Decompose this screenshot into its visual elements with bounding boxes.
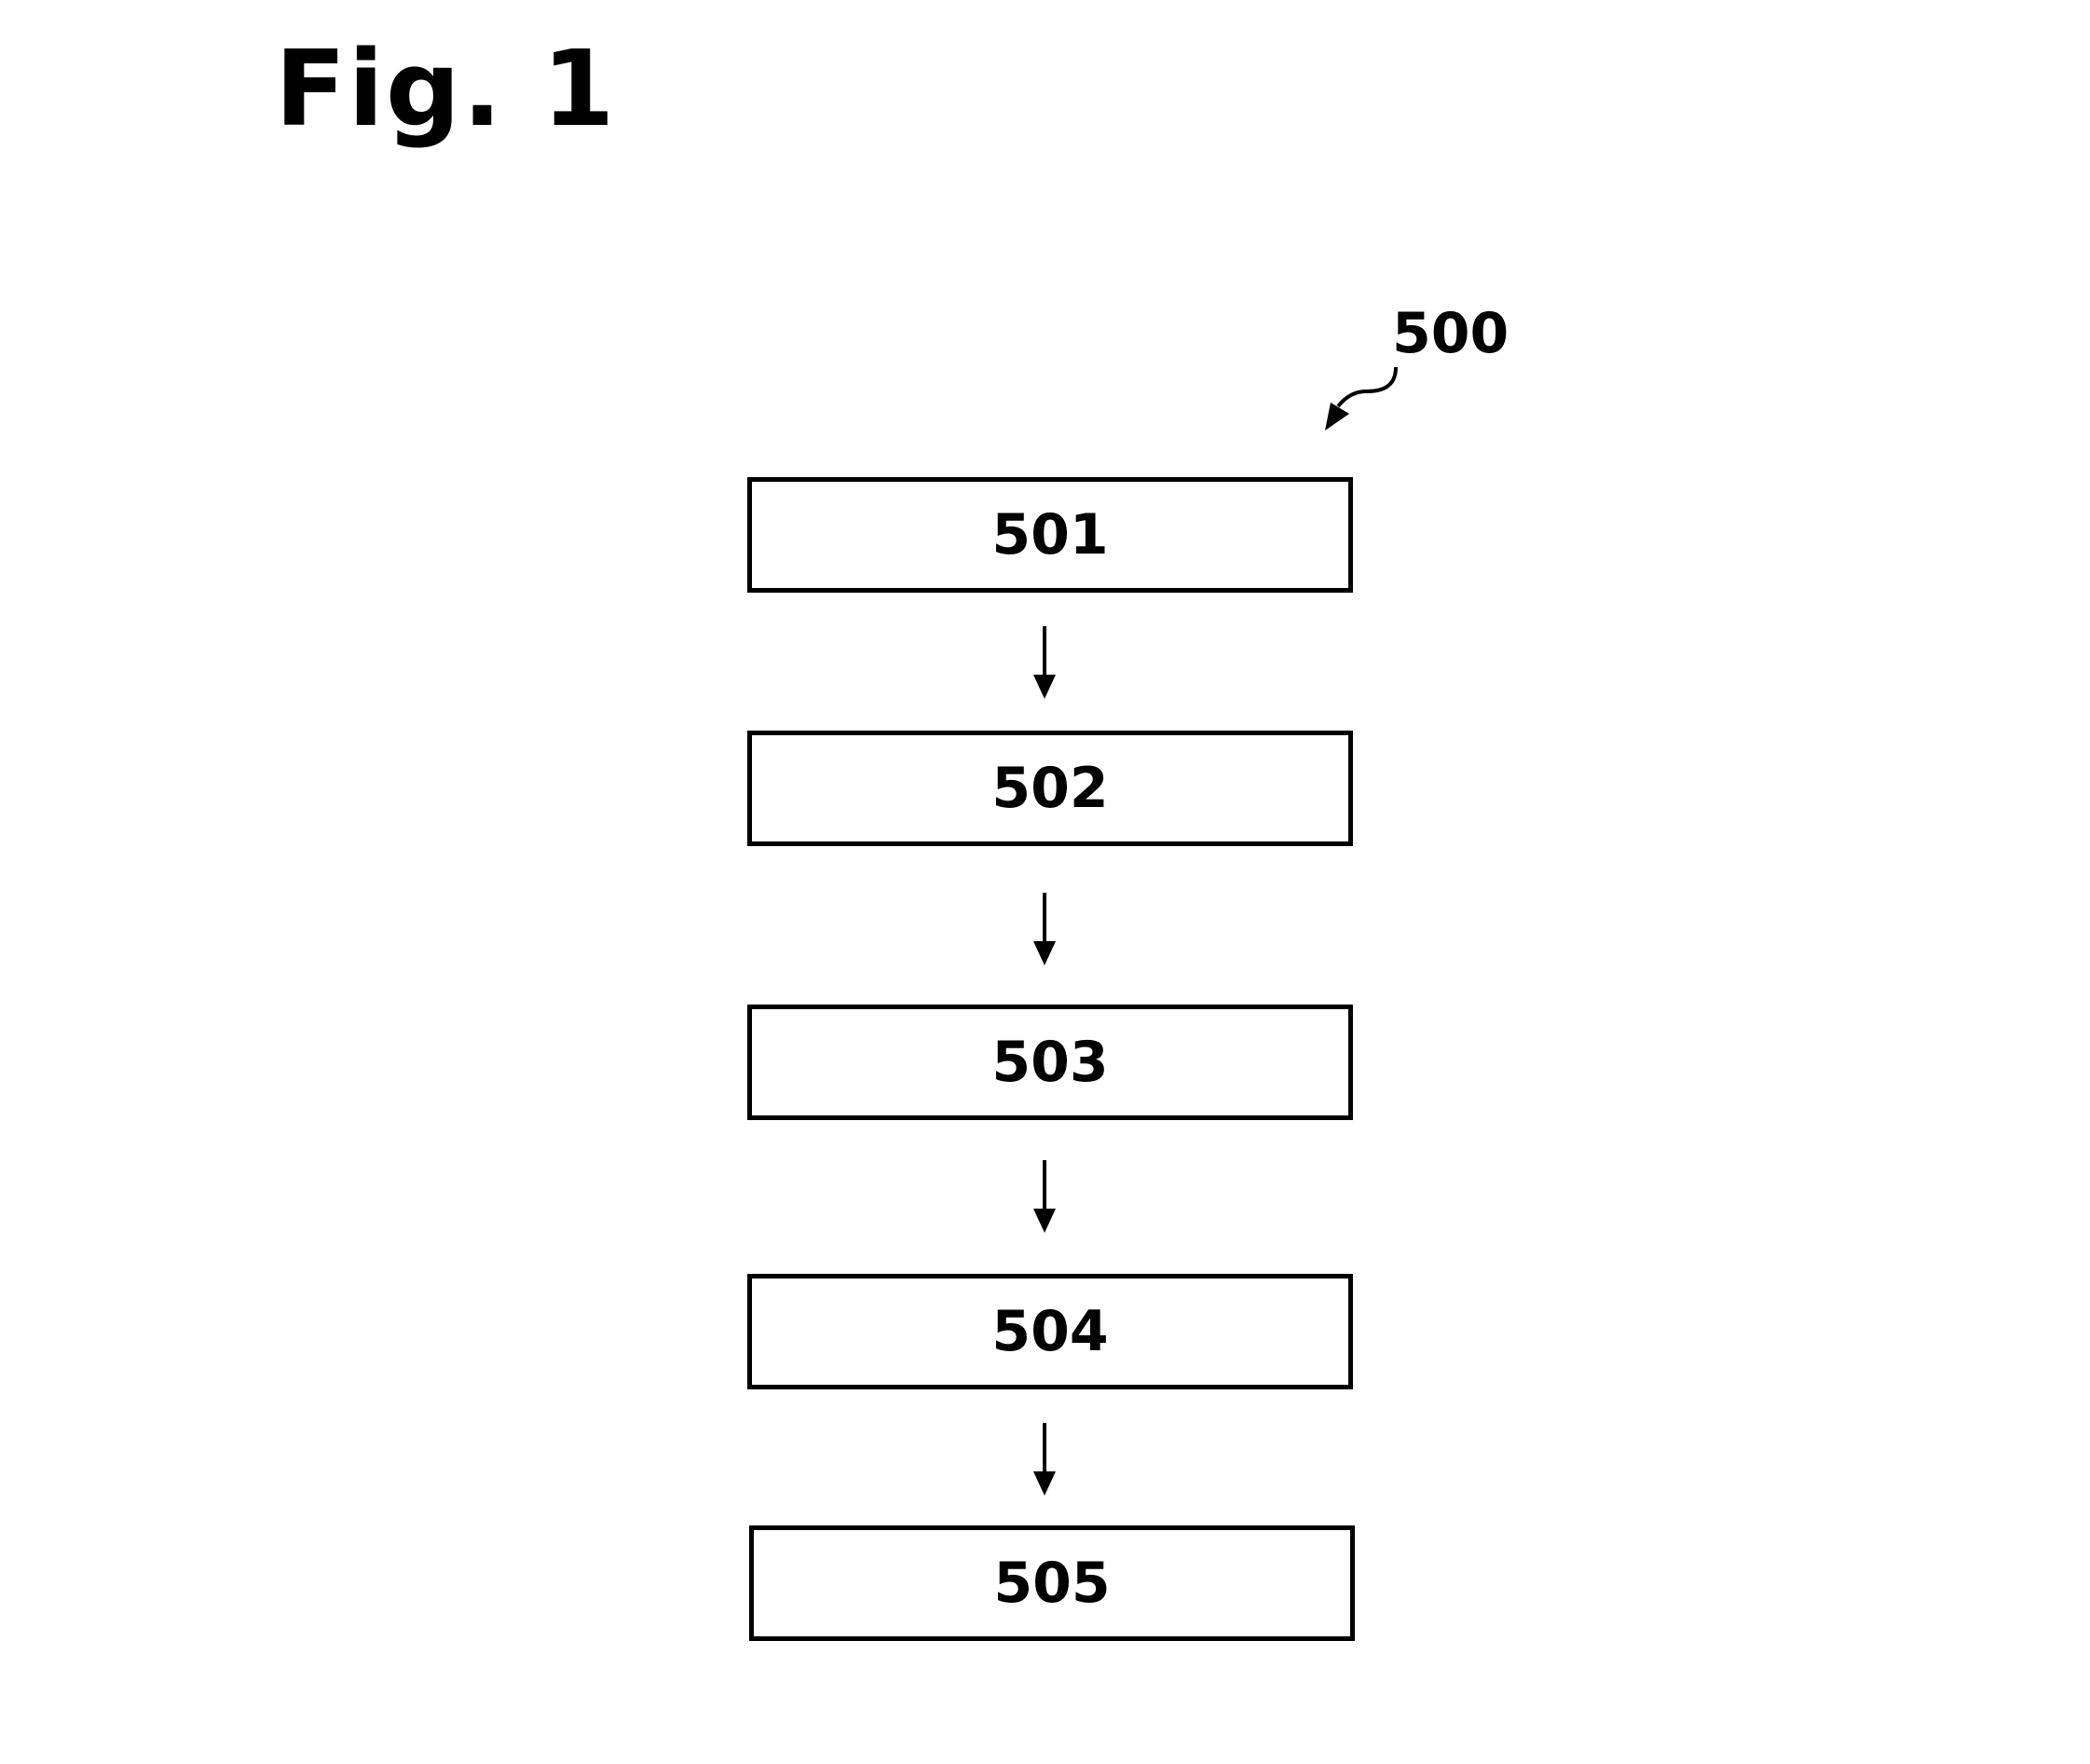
down-arrow-icon [1033,1423,1056,1496]
reference-numeral: 500 [1392,301,1509,366]
step-box-504: 504 [747,1274,1353,1389]
reference-leader-arrow-icon [1325,366,1398,431]
down-arrow-icon [1033,626,1056,699]
step-label: 502 [991,756,1109,821]
figure-title: Fig. 1 [275,29,617,150]
step-label: 501 [991,502,1109,567]
step-label: 503 [991,1030,1109,1095]
step-box-501: 501 [747,477,1353,593]
step-label: 505 [993,1551,1111,1616]
step-label: 504 [991,1299,1109,1364]
step-box-502: 502 [747,731,1353,846]
step-box-505: 505 [749,1525,1355,1641]
down-arrow-icon [1033,893,1056,965]
step-box-503: 503 [747,1005,1353,1120]
down-arrow-icon [1033,1160,1056,1233]
